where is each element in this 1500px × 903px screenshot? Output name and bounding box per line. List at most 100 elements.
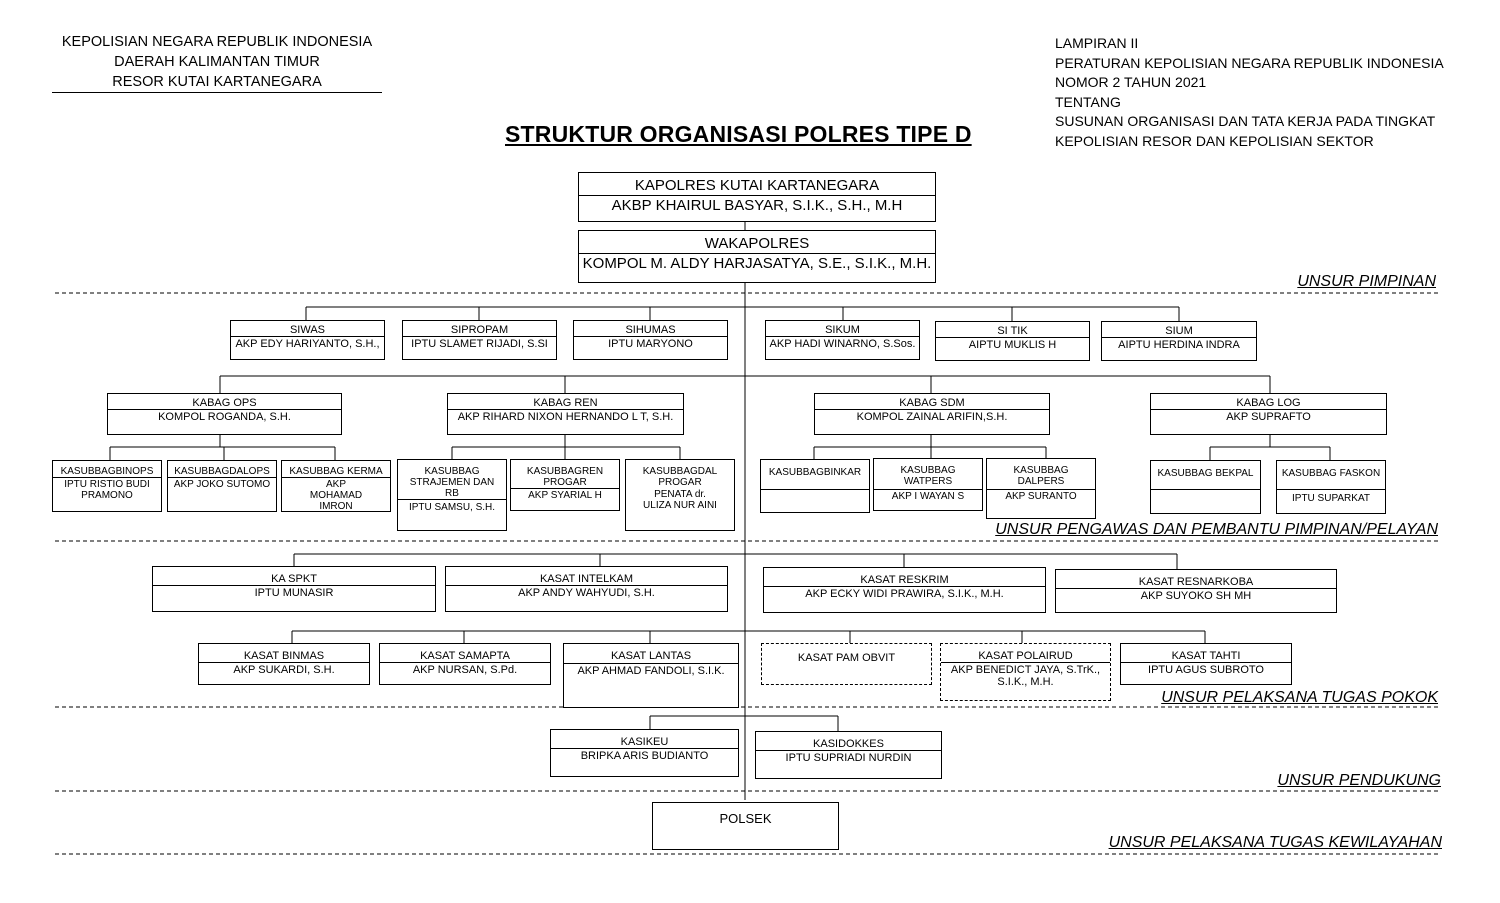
page-title: STRUKTUR ORGANISASI POLRES TIPE D xyxy=(505,121,972,147)
box-title: KASAT PAM OBVIT xyxy=(797,652,896,664)
box-title: KASUBBAGDAL PROGAR xyxy=(642,466,718,488)
kasat-polairud-box[interactable]: KASAT POLAIRUD AKP BENEDICT JAYA, S.TrK.… xyxy=(940,643,1111,701)
box-title: KASAT TAHTI xyxy=(1121,644,1291,663)
sikum-box[interactable]: SIKUM AKP HADI WINARNO, S.Sos. xyxy=(765,320,920,360)
box-title: KASAT BINMAS xyxy=(199,644,369,663)
box-name: BRIPKA ARIS BUDIANTO xyxy=(580,750,709,762)
box-name: AKP SYARIAL H xyxy=(511,488,619,501)
box-name: IPTU MARYONO xyxy=(608,338,693,350)
box-title: KASUBBAG KERMA xyxy=(282,461,390,478)
kabag-ops-box[interactable]: KABAG OPS KOMPOL ROGANDA, S.H. xyxy=(107,393,342,435)
band-label-pelaksana: UNSUR PELAKSANA TUGAS POKOK xyxy=(1161,689,1438,706)
kasubbag-dalpers-box[interactable]: KASUBBAG DALPERS AKP SURANTO xyxy=(986,458,1096,519)
box-title: KABAG REN xyxy=(448,394,683,410)
kasubbag-faskon-box[interactable]: KASUBBAG FASKON IPTU SUPARKAT xyxy=(1276,460,1386,514)
box-title: SIUM xyxy=(1102,322,1256,338)
box-title: KABAG LOG xyxy=(1151,394,1386,410)
box-name: AKP NURSAN, S.Pd. xyxy=(412,664,518,676)
box-title: KASIDOKKES xyxy=(756,732,941,751)
kasat-tahti-box[interactable]: KASAT TAHTI IPTU AGUS SUBROTO xyxy=(1120,643,1292,685)
box-title: KABAG SDM xyxy=(815,394,1049,410)
kasubbag-dalprogar-box[interactable]: KASUBBAGDAL PROGAR PENATA dr. ULIZA NUR … xyxy=(625,459,735,531)
kasubbag-renprogar-box[interactable]: KASUBBAGREN PROGAR AKP SYARIAL H xyxy=(510,459,620,511)
box-title: KABAG OPS xyxy=(108,394,341,410)
box-title: KASAT RESNARKOBA xyxy=(1056,570,1336,589)
header-right-line-4: TENTANG xyxy=(1055,93,1121,110)
box-title: KASUBBAGBINOPS xyxy=(53,461,161,478)
box-title: SIHUMAS xyxy=(574,321,727,337)
kasat-resnarkoba-box[interactable]: KASAT RESNARKOBA AKP SUYOKO SH MH xyxy=(1055,569,1337,613)
box-title: KASAT RESKRIM xyxy=(764,568,1045,587)
box-name: AIPTU MUKLIS H xyxy=(968,339,1057,351)
box-title: KASUBBAG STRAJEMEN DAN RB xyxy=(409,466,495,499)
box-name: IPTU SUPRIADI NURDIN xyxy=(785,752,912,764)
sihumas-box[interactable]: SIHUMAS IPTU MARYONO xyxy=(573,320,728,360)
box-name xyxy=(762,664,931,665)
box-title: SIWAS xyxy=(231,321,384,337)
box-name: IPTU RISTIO BUDI PRAMONO xyxy=(64,479,150,501)
header-left-line-3: RESOR KUTAI KARTANEGARA xyxy=(52,72,382,93)
box-name: AKP I WAYAN S xyxy=(874,489,982,502)
kabag-log-box[interactable]: KABAG LOG AKP SUPRAFTO xyxy=(1150,393,1387,435)
box-name: IPTU SUPARKAT xyxy=(1277,489,1385,504)
polsek-box[interactable]: POLSEK xyxy=(652,802,839,850)
header-right-line-2: PERATURAN KEPOLISIAN NEGARA REPUBLIK IND… xyxy=(1055,54,1444,71)
kasikeu-box[interactable]: KASIKEU BRIPKA ARIS BUDIANTO xyxy=(550,729,739,777)
band-label-pengawas: UNSUR PENGAWAS DAN PEMBANTU PIMPINAN/PEL… xyxy=(995,521,1438,538)
kasubbag-dalops-box[interactable]: KASUBBAGDALOPS AKP JOKO SUTOMO xyxy=(167,460,277,512)
box-title: KASAT INTELKAM xyxy=(446,567,727,586)
header-right-line-5: SUSUNAN ORGANISASI DAN TATA KERJA PADA T… xyxy=(1055,113,1436,129)
box-title: KA SPKT xyxy=(153,567,435,586)
kabag-sdm-box[interactable]: KABAG SDM KOMPOL ZAINAL ARIFIN,S.H. xyxy=(814,393,1050,435)
kasubbag-watpers-box[interactable]: KASUBBAG WATPERS AKP I WAYAN S xyxy=(873,458,983,511)
box-name: PENATA dr. ULIZA NUR AINI xyxy=(643,489,717,511)
box-name: AKP MOHAMAD IMRON xyxy=(309,479,363,512)
box-name: AKP EDY HARIYANTO, S.H., xyxy=(235,338,380,350)
kasat-pam-obvit-box[interactable]: KASAT PAM OBVIT xyxy=(761,643,932,685)
kasubbag-binops-box[interactable]: KASUBBAGBINOPS IPTU RISTIO BUDI PRAMONO xyxy=(52,460,162,512)
box-name: IPTU SAMSU, S.H. xyxy=(398,499,506,513)
box-name: AIPTU HERDINA INDRA xyxy=(1118,339,1240,351)
box-title: KASUBBAG WATPERS xyxy=(900,465,956,487)
header-right-line-3: NOMOR 2 TAHUN 2021 xyxy=(1055,74,1207,90)
box-title: KASIKEU xyxy=(551,730,738,749)
box-name xyxy=(1151,489,1260,491)
kasat-intelkam-box[interactable]: KASAT INTELKAM AKP ANDY WAHYUDI, S.H. xyxy=(445,566,728,612)
header-right-line-6: KEPOLISIAN RESOR DAN KEPOLISIAN SEKTOR xyxy=(1055,132,1374,149)
box-name: AKP BENEDICT JAYA, S.TrK., S.I.K., M.H. xyxy=(950,664,1101,688)
band-label-pimpinan: UNSUR PIMPINAN xyxy=(1297,273,1436,290)
box-name: AKP RIHARD NIXON HERNANDO L T, S.H. xyxy=(457,411,674,423)
sium-box[interactable]: SIUM AIPTU HERDINA INDRA xyxy=(1101,321,1257,361)
header-left-line-1: KEPOLISIAN NEGARA REPUBLIK INDONESIA xyxy=(61,34,373,50)
box-title: SI TIK xyxy=(936,322,1089,338)
box-title: KASUBBAG BEKPAL xyxy=(1157,468,1254,479)
sitik-box[interactable]: SI TIK AIPTU MUKLIS H xyxy=(935,321,1090,361)
siwas-box[interactable]: SIWAS AKP EDY HARIYANTO, S.H., xyxy=(230,320,385,360)
kapolres-box[interactable]: KAPOLRES KUTAI KARTANEGARA AKBP KHAIRUL … xyxy=(578,172,936,222)
box-name: AKP ECKY WIDI PRAWIRA, S.I.K., M.H. xyxy=(805,588,1004,600)
box-title: KASUBBAGDALOPS xyxy=(168,461,276,478)
box-name: KOMPOL ZAINAL ARIFIN,S.H. xyxy=(856,411,1008,423)
kasubbag-bekpal-box[interactable]: KASUBBAG BEKPAL xyxy=(1150,460,1261,514)
ka-spkt-box[interactable]: KA SPKT IPTU MUNASIR xyxy=(152,566,436,612)
kasat-lantas-box[interactable]: KASAT LANTAS AKP AHMAD FANDOLI, S.I.K. xyxy=(563,643,739,708)
header-left: KEPOLISIAN NEGARA REPUBLIK INDONESIA DAE… xyxy=(52,32,382,93)
wakapolres-box[interactable]: WAKAPOLRES KOMPOL M. ALDY HARJASATYA, S.… xyxy=(578,230,936,283)
kabag-ren-box[interactable]: KABAG REN AKP RIHARD NIXON HERNANDO L T,… xyxy=(447,393,684,435)
kasat-samapta-box[interactable]: KASAT SAMAPTA AKP NURSAN, S.Pd. xyxy=(379,643,551,685)
kasat-reskrim-box[interactable]: KASAT RESKRIM AKP ECKY WIDI PRAWIRA, S.I… xyxy=(763,567,1046,613)
kasubbag-strajemen-box[interactable]: KASUBBAG STRAJEMEN DAN RB IPTU SAMSU, S.… xyxy=(397,459,507,531)
kasubbag-kerma-box[interactable]: KASUBBAG KERMA AKP MOHAMAD IMRON xyxy=(281,460,391,512)
header-right-line-1: LAMPIRAN II xyxy=(1055,35,1139,51)
kasidokkes-box[interactable]: KASIDOKKES IPTU SUPRIADI NURDIN xyxy=(755,731,942,779)
box-name: IPTU MUNASIR xyxy=(254,587,334,599)
kasat-binmas-box[interactable]: KASAT BINMAS AKP SUKARDI, S.H. xyxy=(198,643,370,685)
box-name: AKP SURANTO xyxy=(987,489,1095,502)
kasubbag-binkar-box[interactable]: KASUBBAGBINKAR xyxy=(760,459,870,513)
sipropam-box[interactable]: SIPROPAM IPTU SLAMET RIJADI, S.SI xyxy=(402,320,557,360)
box-title: SIPROPAM xyxy=(403,321,556,337)
box-title: WAKAPOLRES xyxy=(579,231,935,254)
band-label-pendukung: UNSUR PENDUKUNG xyxy=(1277,772,1441,789)
box-name: AKBP KHAIRUL BASYAR, S.I.K., S.H., M.H xyxy=(611,197,903,214)
